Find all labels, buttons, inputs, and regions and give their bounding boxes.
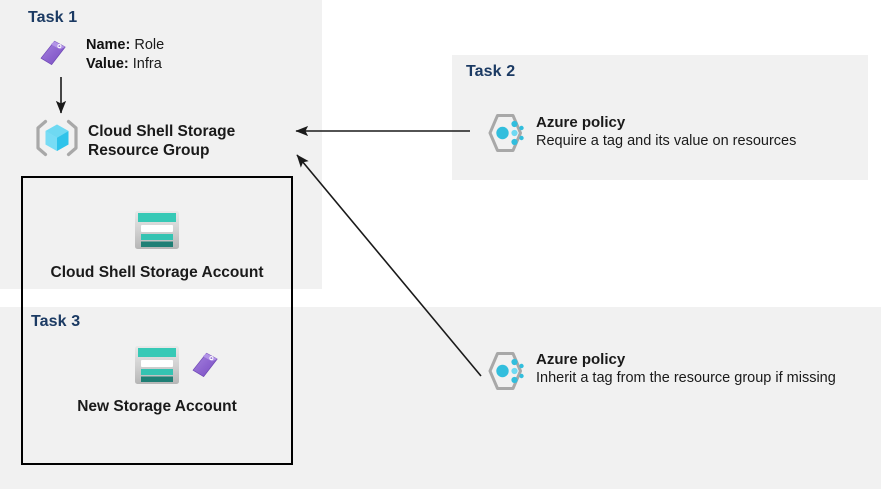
resource-group-title: Cloud Shell Storage Resource Group [88,123,236,159]
policy-description: Require a tag and its value on resources [536,133,797,149]
task2-policy-text: Azure policy Require a tag and its value… [536,113,866,151]
azure-policy-icon [483,112,527,154]
cloud-shell-storage-account-caption: Cloud Shell Storage Account [50,264,264,281]
storage-account-icon [133,343,181,387]
storage-account-icon [133,208,181,252]
tag-value-value: Infra [132,56,162,72]
tag-name-line: Name: Role [86,36,164,55]
panel-task2-region [452,55,868,180]
task2-label: Task 2 [466,63,516,80]
tag-value-line: Value: Infra [86,55,164,74]
resource-group-icon [33,117,81,159]
azure-policy-icon [483,350,527,392]
task1-label: Task 1 [28,9,78,26]
resource-group-boundary-box [21,176,293,465]
tag-name-value: Role [134,37,165,53]
tag-key-value-text: Name: Role Value: Infra [86,36,164,74]
tag-icon [190,350,220,380]
tag-icon [38,38,68,68]
policy-name: Azure policy [536,351,626,368]
inherit-policy-text: Azure policy Inherit a tag from the reso… [536,350,856,388]
policy-name: Azure policy [536,114,626,131]
tag-name-key: Name: [86,37,131,53]
policy-description: Inherit a tag from the resource group if… [536,370,836,386]
new-storage-account-caption: New Storage Account [77,398,237,415]
task3-label: Task 3 [31,313,81,330]
tag-value-key: Value: [86,56,129,72]
